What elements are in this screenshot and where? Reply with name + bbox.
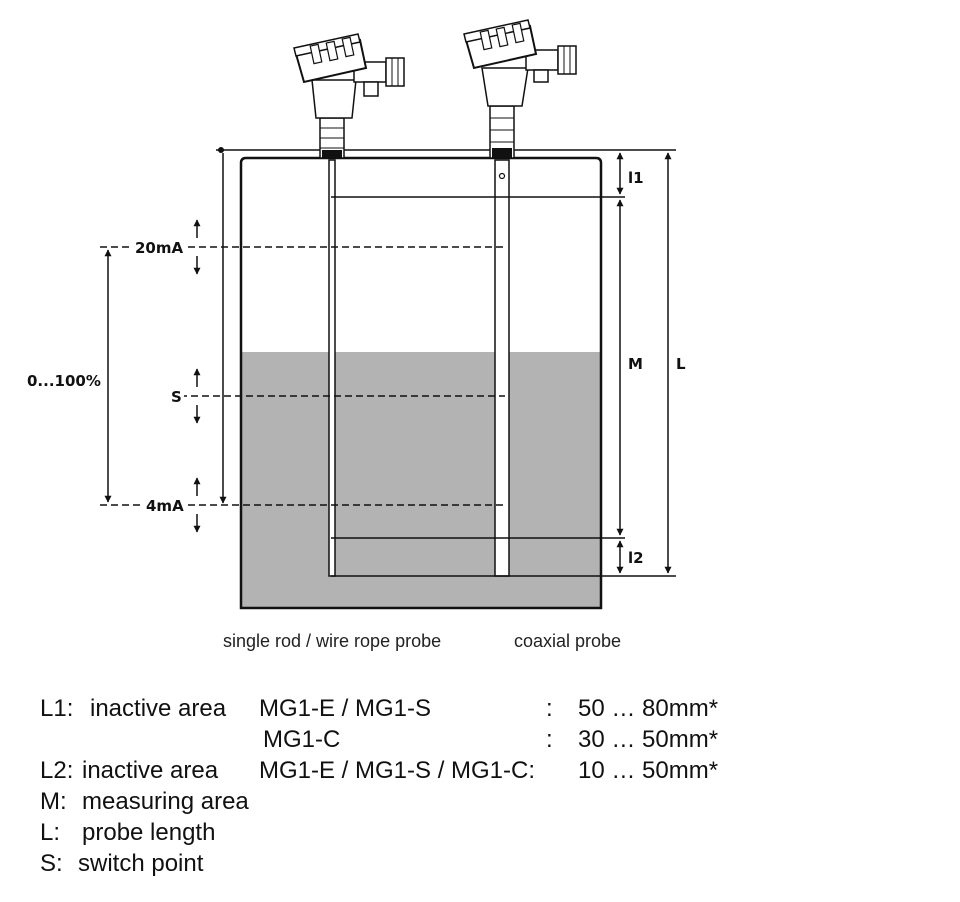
- legend-key: M:: [40, 788, 67, 815]
- legend-desc: inactive area: [90, 695, 227, 722]
- legend-key: S:: [40, 850, 63, 877]
- label-l1: l1: [628, 169, 644, 187]
- legend-model: MG1-C: [263, 726, 341, 753]
- label-l2: l2: [628, 549, 644, 567]
- legend-value: 10 … 50mm*: [578, 757, 719, 784]
- label-20ma: 20mA: [135, 239, 184, 257]
- caption-single-rod: single rod / wire rope probe: [223, 631, 441, 651]
- reference-dot: [218, 147, 224, 153]
- tank: [239, 156, 603, 610]
- label-range: 0...100%: [27, 372, 101, 390]
- legend-key: L:: [40, 819, 61, 846]
- single-rod-probe: [293, 33, 405, 577]
- legend-desc: probe length: [82, 819, 216, 846]
- legend-desc: measuring area: [82, 788, 249, 815]
- legend-colon: :: [546, 695, 553, 722]
- legend-key: L2:: [40, 757, 74, 784]
- legend-desc: switch point: [78, 850, 204, 877]
- legend-model: MG1-E / MG1-S: [259, 695, 432, 722]
- label-4ma: 4mA: [146, 497, 184, 515]
- label-l: L: [676, 355, 686, 373]
- legend-colon: :: [546, 726, 553, 753]
- level-sensor-diagram: 20mA 4mA S 0...100% l1 M l2 L single rod…: [27, 19, 686, 651]
- label-m: M: [628, 355, 643, 373]
- coaxial-probe: [463, 19, 577, 577]
- label-switch-point: S: [171, 388, 182, 406]
- legend-value: 50 … 80mm*: [578, 695, 719, 722]
- liquid-fill: [241, 352, 601, 608]
- caption-coaxial: coaxial probe: [514, 631, 621, 651]
- legend-model: MG1-E / MG1-S / MG1-C:: [259, 757, 536, 784]
- legend-key: L1:: [40, 695, 74, 722]
- legend-desc: inactive area: [82, 757, 219, 784]
- legend-value: 30 … 50mm*: [578, 726, 719, 753]
